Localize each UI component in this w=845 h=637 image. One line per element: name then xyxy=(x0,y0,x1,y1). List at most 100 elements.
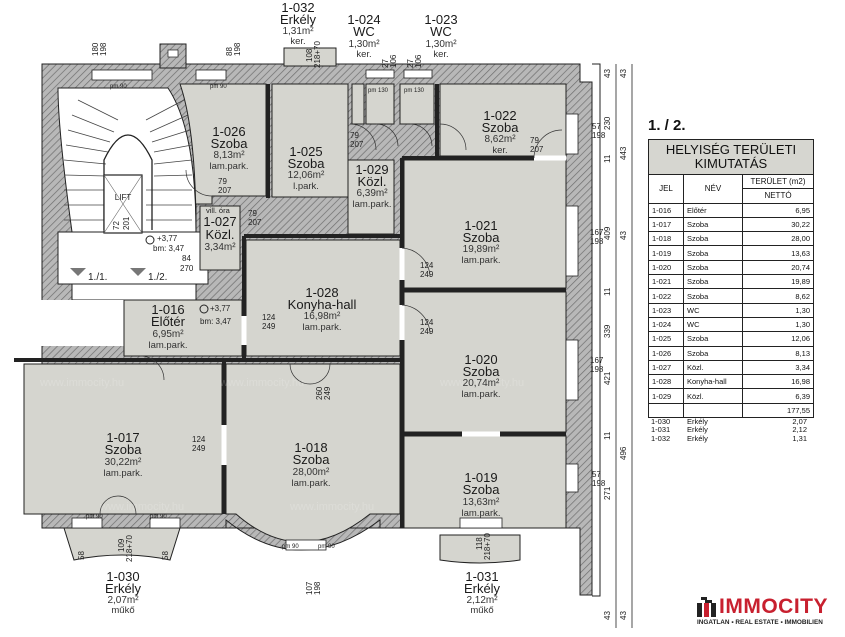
svg-text:lam.park.: lam.park. xyxy=(461,389,500,400)
svg-text:207: 207 xyxy=(530,145,544,154)
svg-text:pm 90: pm 90 xyxy=(86,514,103,520)
svg-text:6,39m²: 6,39m² xyxy=(356,188,388,199)
cell-nev: Szoba xyxy=(683,274,743,290)
stair-dim-a: 84 xyxy=(182,254,191,263)
cell-nev: Szoba xyxy=(683,345,743,361)
svg-text:79: 79 xyxy=(248,209,257,218)
cell-nev: Szoba xyxy=(683,288,743,304)
svg-text:198: 198 xyxy=(99,42,108,56)
label-1-021: 1-021 Szoba 19,89m² lam.park. xyxy=(461,218,500,266)
svg-text:1-031: 1-031 xyxy=(465,569,498,584)
svg-text:249: 249 xyxy=(192,444,206,453)
svg-text:Szoba: Szoba xyxy=(463,482,501,497)
balcony-1-031[interactable] xyxy=(439,534,521,564)
svg-text:271: 271 xyxy=(603,486,612,500)
svg-text:8,13m²: 8,13m² xyxy=(213,150,245,161)
cell-nev: WC xyxy=(683,302,743,318)
room-1-026[interactable] xyxy=(179,83,267,233)
svg-text:bm: 3,47: bm: 3,47 xyxy=(200,317,232,326)
svg-text:1-030: 1-030 xyxy=(106,569,139,584)
cell-jel: 1-023 xyxy=(648,302,684,318)
balcony-1-030[interactable] xyxy=(63,527,181,561)
entrance-arrow-icon xyxy=(130,268,146,276)
label-1-030: 1-030 Erkély 2,07m² műkő xyxy=(105,569,142,616)
svg-text:Konyha-hall: Konyha-hall xyxy=(288,297,357,312)
cell-area: 6,95 xyxy=(742,202,814,218)
svg-text:1-019: 1-019 xyxy=(464,470,497,485)
room-1-020[interactable] xyxy=(403,291,567,433)
cell-area: 16,98 xyxy=(742,374,814,390)
svg-text:lam.park.: lam.park. xyxy=(291,478,330,489)
svg-text:1-025: 1-025 xyxy=(289,144,322,159)
room-1-016[interactable] xyxy=(123,299,243,357)
cell-area: 1,30 xyxy=(742,302,814,318)
window-dims: 57 198 167 198 167 198 57 198 xyxy=(590,122,606,488)
label-1-026: 1-026 Szoba 8,13m² lam.park. xyxy=(209,124,248,172)
room-1-029[interactable] xyxy=(347,159,395,235)
svg-text:ker.: ker. xyxy=(433,49,448,60)
svg-text:207: 207 xyxy=(218,186,232,195)
svg-text:pm 90: pm 90 xyxy=(110,84,127,90)
room-1-023[interactable] xyxy=(399,83,435,125)
svg-text:2,07m²: 2,07m² xyxy=(107,595,139,606)
room-1-024[interactable] xyxy=(365,83,395,125)
balcony-area: 2,07 xyxy=(792,417,807,427)
room-1-027[interactable] xyxy=(199,205,241,271)
door-label-1-1[interactable]: 1./1. xyxy=(88,272,107,283)
svg-text:lam.park.: lam.park. xyxy=(352,199,391,210)
svg-text:1-020: 1-020 xyxy=(464,352,497,367)
cell-jel: 1-019 xyxy=(648,245,684,261)
room-1-025[interactable] xyxy=(271,83,349,198)
label-1-019: 1-019 Szoba 13,63m² lam.park. xyxy=(461,470,500,519)
cell-jel: 1-020 xyxy=(648,259,684,276)
label-1-031: 1-031 Erkély 2,12m² műkő xyxy=(464,569,501,616)
svg-text:106: 106 xyxy=(414,54,423,68)
svg-text:30,22m²: 30,22m² xyxy=(105,457,142,468)
svg-text:27: 27 xyxy=(381,59,390,68)
svg-text:+3,77: +3,77 xyxy=(210,304,231,313)
svg-text:43: 43 xyxy=(619,231,628,240)
svg-text:218+70: 218+70 xyxy=(313,41,322,68)
cell-jel: 1-022 xyxy=(648,288,684,304)
col-header-jel: JEL xyxy=(648,174,684,204)
cell-area: 1,30 xyxy=(742,316,814,333)
top-dims: 180 198 88 198 108 218+70 27 106 27 106 … xyxy=(77,41,492,595)
svg-text:pm 90: pm 90 xyxy=(282,544,299,550)
svg-text:1-021: 1-021 xyxy=(464,218,497,233)
balcony-area: 2,12 xyxy=(792,425,807,435)
svg-text:1-017: 1-017 xyxy=(106,430,139,445)
room-1-022[interactable] xyxy=(439,83,567,157)
room-1-017[interactable] xyxy=(23,363,223,515)
svg-text:28,00m²: 28,00m² xyxy=(293,467,330,478)
label-1-028: 1-028 Konyha-hall 16,98m² lam.park. xyxy=(288,285,357,333)
room-1-028[interactable] xyxy=(245,239,401,357)
cell-area: 6,39 xyxy=(742,388,814,404)
balcony-1-032[interactable] xyxy=(283,47,337,67)
cell-area: 19,89 xyxy=(742,274,814,290)
facade-outline xyxy=(592,63,601,597)
svg-text:198: 198 xyxy=(313,581,322,595)
svg-text:443: 443 xyxy=(619,146,628,160)
stair-bm: bm: 3,47 xyxy=(153,244,185,253)
room-1-019[interactable] xyxy=(403,435,567,529)
door-label-1-2[interactable]: 1./2. xyxy=(148,272,167,283)
immocity-logo: IMMOCITY INGATLAN ▪ REAL ESTATE ▪ IMMOBI… xyxy=(697,595,837,631)
svg-text:198: 198 xyxy=(590,237,604,246)
svg-text:lam.park.: lam.park. xyxy=(461,255,500,266)
svg-text:ker.: ker. xyxy=(492,145,507,156)
svg-text:198: 198 xyxy=(590,365,604,374)
dimension-chain-right xyxy=(615,64,633,628)
svg-text:1-026: 1-026 xyxy=(212,124,245,139)
svg-text:496: 496 xyxy=(619,446,628,460)
svg-text:2,12m²: 2,12m² xyxy=(466,595,498,606)
svg-text:1,30m²: 1,30m² xyxy=(348,39,380,50)
col-header-netto: NETTÓ xyxy=(742,188,814,204)
